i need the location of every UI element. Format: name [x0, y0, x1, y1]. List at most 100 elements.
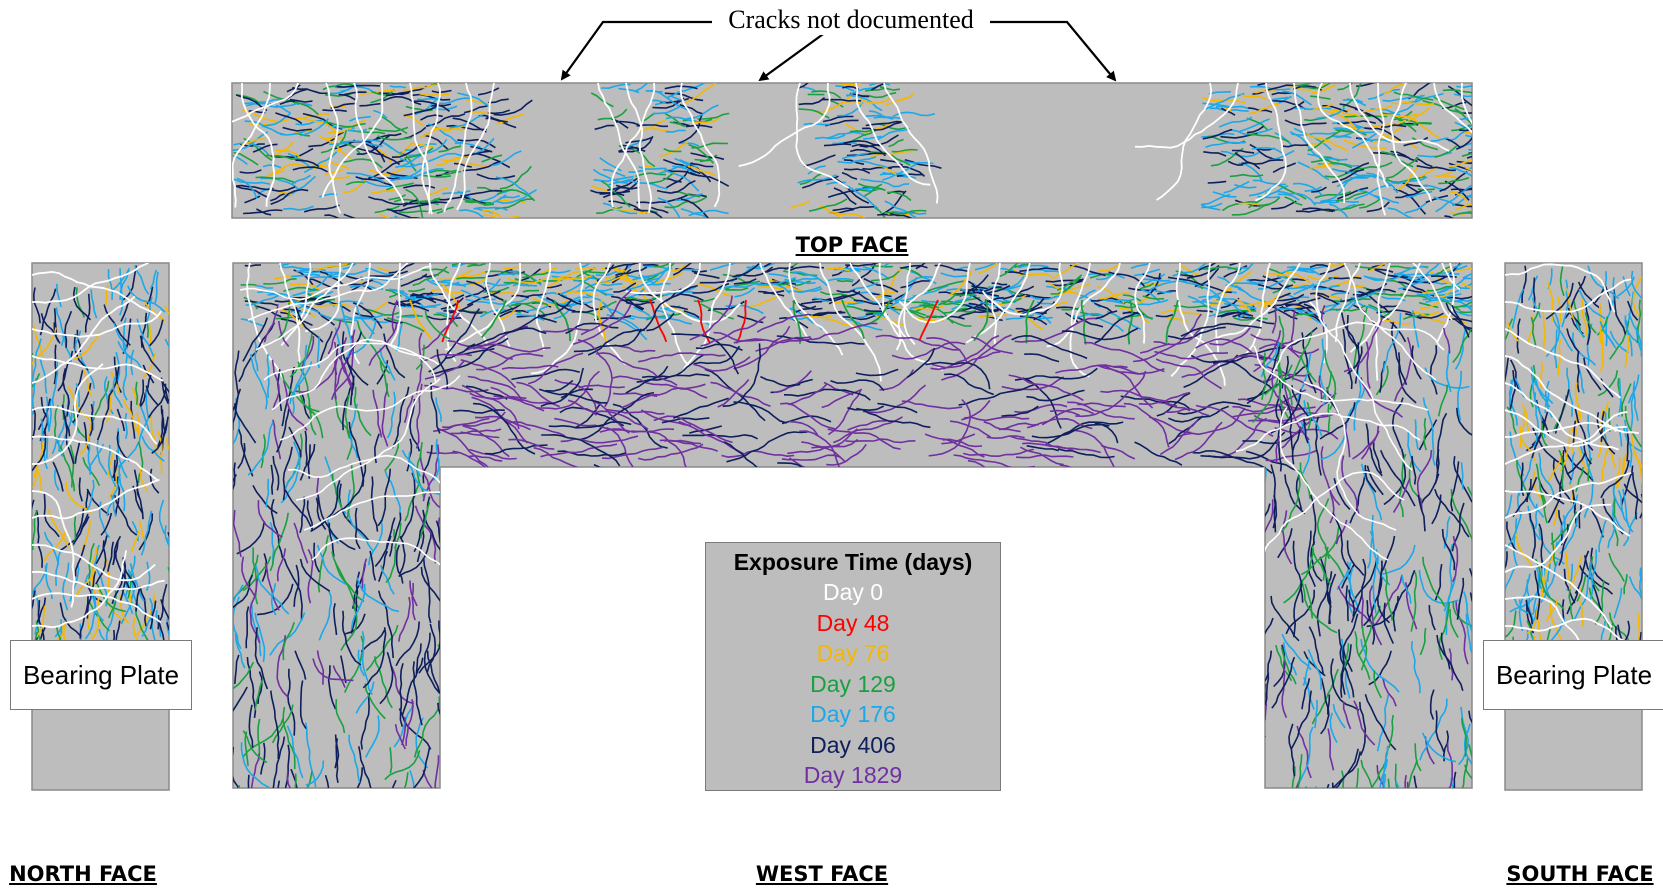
crack-line [466, 280, 488, 293]
crack-line [32, 478, 160, 520]
crack-line [437, 427, 491, 470]
crack-line [1366, 465, 1384, 496]
crack-line [395, 544, 404, 584]
crack-line [1378, 759, 1388, 788]
crack-line [1218, 297, 1254, 307]
crack-line [1539, 361, 1543, 390]
crack-line [763, 290, 785, 294]
crack-line [492, 297, 528, 306]
crack-line [991, 263, 1001, 346]
crack-line [88, 543, 95, 587]
crack-line [336, 84, 380, 88]
crack-line [1348, 589, 1355, 617]
crack-line [888, 138, 904, 148]
crack-line [1277, 276, 1293, 281]
crack-line [842, 85, 859, 91]
crack-line [1407, 759, 1418, 788]
crack-line [451, 263, 478, 266]
crack-line [1106, 297, 1137, 303]
crack-line [368, 519, 384, 566]
crack-line [642, 263, 659, 267]
crack-line [1252, 179, 1287, 186]
crack-line [52, 461, 64, 492]
crack-line [260, 742, 266, 775]
crack-line [467, 263, 487, 268]
crack-line [1257, 83, 1268, 86]
crack-line [307, 444, 311, 479]
crack-line [697, 112, 730, 120]
crack-line [679, 142, 700, 147]
crack-line [1340, 649, 1345, 698]
crack-line [1077, 289, 1096, 300]
crack-line [1339, 103, 1371, 117]
crack-line [1505, 328, 1622, 399]
crack-line [293, 299, 320, 314]
crack-line [682, 433, 759, 440]
crack-line [833, 187, 857, 206]
crack-line [294, 650, 307, 680]
crack-line [1271, 92, 1293, 96]
crack-line [1465, 134, 1472, 138]
crack-line [436, 349, 449, 390]
crack-line [663, 168, 700, 192]
crack-line [35, 597, 47, 624]
crack-line [1216, 105, 1249, 110]
crack-line [1419, 627, 1427, 656]
crack-line [137, 441, 144, 483]
crack-line [884, 200, 919, 218]
crack-line [345, 181, 365, 186]
crack-line [1599, 334, 1604, 372]
crack-line [346, 464, 355, 520]
crack-line [755, 336, 811, 352]
crack-line [592, 263, 627, 366]
crack-line [862, 121, 902, 131]
crack-line [1331, 168, 1365, 184]
crack-line [1306, 402, 1312, 430]
crack-line [288, 426, 302, 458]
crack-line [680, 208, 710, 218]
crack-line [269, 612, 306, 656]
crack-line [232, 178, 271, 185]
crack-line [685, 83, 716, 104]
crack-line [1387, 94, 1423, 115]
crack-line [1274, 132, 1293, 147]
crack-line [242, 717, 285, 758]
crack-line [1454, 309, 1472, 318]
crack-line [1437, 384, 1449, 417]
crack-line [654, 90, 691, 112]
crack-line [73, 331, 101, 361]
crack-line [522, 289, 539, 293]
crack-line [1320, 677, 1329, 715]
crack-line [602, 178, 641, 199]
crack-line [1134, 263, 1151, 344]
crack-line [335, 699, 346, 734]
crack-line [425, 113, 466, 127]
crack-line [1401, 574, 1412, 604]
crack-line [164, 525, 169, 547]
crack-line [82, 368, 93, 397]
crack-line [1540, 578, 1565, 610]
crack-line [32, 435, 159, 482]
crack-line [74, 369, 84, 395]
crack-line [343, 314, 384, 320]
crack-line [377, 468, 392, 527]
crack-line [1024, 353, 1060, 363]
crack-line [1292, 83, 1313, 87]
crack-line [1310, 158, 1329, 163]
crack-line [61, 404, 71, 437]
crack-line [1530, 373, 1536, 402]
crack-line [56, 620, 66, 640]
crack-line [1365, 423, 1383, 477]
crack-line [312, 263, 348, 271]
crack-line [303, 151, 338, 174]
crack-line [488, 98, 509, 104]
crack-line [398, 596, 411, 642]
crack-line [1283, 642, 1298, 676]
crack-line [1425, 293, 1462, 304]
crack-line [1545, 312, 1560, 357]
crack-line [1240, 94, 1267, 100]
crack-line [693, 356, 751, 372]
crack-line [1541, 423, 1549, 449]
crack-line [164, 338, 169, 348]
crack-line [738, 83, 831, 167]
